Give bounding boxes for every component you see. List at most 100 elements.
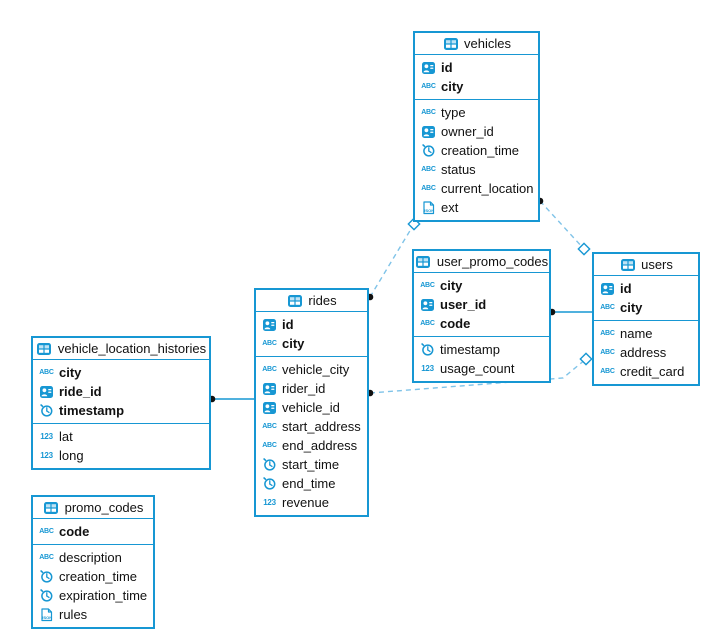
column-name: usage_count bbox=[440, 361, 515, 376]
column-name: start_time bbox=[282, 457, 340, 472]
table-header: user_promo_codes bbox=[414, 251, 549, 273]
column-name: city bbox=[59, 365, 82, 380]
column-name: timestamp bbox=[59, 403, 125, 418]
column-row: JSON rules bbox=[33, 605, 153, 624]
table-icon bbox=[415, 255, 432, 268]
text-column-icon: ABC bbox=[600, 304, 615, 311]
column-row: ABC address bbox=[594, 343, 698, 362]
text-column-icon: ABC bbox=[421, 109, 436, 116]
text-column-icon: ABC bbox=[39, 528, 54, 535]
number-column-icon: 123 bbox=[40, 450, 53, 460]
timestamp-column-icon bbox=[38, 589, 55, 602]
column-name: user_id bbox=[440, 297, 487, 312]
column-row: timestamp bbox=[33, 401, 209, 420]
text-column-icon: ABC bbox=[262, 340, 277, 347]
column-name: long bbox=[59, 448, 84, 463]
column-name: address bbox=[620, 345, 667, 360]
relationship-line bbox=[369, 223, 415, 298]
column-row: ABC code bbox=[33, 522, 153, 541]
table-header: rides bbox=[256, 290, 367, 312]
table-name: rides bbox=[308, 293, 337, 308]
column-name: city bbox=[441, 79, 464, 94]
column-name: vehicle_id bbox=[282, 400, 340, 415]
column-name: city bbox=[620, 300, 643, 315]
table-name: user_promo_codes bbox=[436, 254, 549, 269]
timestamp-column-icon bbox=[261, 458, 278, 471]
relationship-line bbox=[539, 200, 585, 250]
column-row: creation_time bbox=[33, 567, 153, 586]
text-column-icon: ABC bbox=[262, 366, 277, 373]
column-name: rider_id bbox=[282, 381, 326, 396]
text-column-icon: ABC bbox=[600, 368, 615, 375]
column-name: credit_card bbox=[620, 364, 685, 379]
table-header: users bbox=[594, 254, 698, 276]
table-icon bbox=[286, 294, 303, 307]
column-row: owner_id bbox=[415, 122, 538, 141]
text-column-icon: ABC bbox=[39, 369, 54, 376]
timestamp-column-icon bbox=[38, 404, 55, 417]
text-column-icon: ABC bbox=[262, 423, 277, 430]
uuid-column-icon bbox=[599, 282, 616, 295]
column-name: id bbox=[620, 281, 632, 296]
table-header: vehicles bbox=[415, 33, 538, 55]
column-row: ride_id bbox=[33, 382, 209, 401]
uuid-column-icon bbox=[261, 382, 278, 395]
column-name: code bbox=[59, 524, 90, 539]
column-name: city bbox=[440, 278, 463, 293]
text-column-icon: ABC bbox=[600, 349, 615, 356]
relationship-diamond-endpoint bbox=[579, 352, 593, 366]
column-row: ABC credit_card bbox=[594, 362, 698, 381]
column-name: id bbox=[441, 60, 453, 75]
uuid-column-icon bbox=[261, 401, 278, 414]
column-name: id bbox=[282, 317, 294, 332]
timestamp-column-icon bbox=[261, 477, 278, 490]
column-name: ride_id bbox=[59, 384, 102, 399]
column-name: rules bbox=[59, 607, 88, 622]
table-header: promo_codes bbox=[33, 497, 153, 519]
column-name: end_time bbox=[282, 476, 336, 491]
svg-text:JSON: JSON bbox=[423, 208, 434, 213]
text-column-icon: ABC bbox=[421, 166, 436, 173]
json-column-icon: JSON bbox=[420, 200, 437, 215]
json-column-icon: JSON bbox=[38, 607, 55, 622]
column-name: revenue bbox=[282, 495, 329, 510]
column-row: id bbox=[256, 315, 367, 334]
relationship-diamond-endpoint bbox=[577, 242, 591, 256]
timestamp-column-icon bbox=[420, 144, 437, 157]
column-row: vehicle_id bbox=[256, 398, 367, 417]
table-icon bbox=[36, 342, 53, 355]
column-name: current_location bbox=[441, 181, 534, 196]
text-column-icon: ABC bbox=[420, 320, 435, 327]
column-name: timestamp bbox=[440, 342, 500, 357]
column-name: vehicle_city bbox=[282, 362, 350, 377]
table-name: promo_codes bbox=[64, 500, 144, 515]
table-icon bbox=[442, 37, 459, 50]
uuid-column-icon bbox=[261, 318, 278, 331]
column-name: lat bbox=[59, 429, 73, 444]
column-name: status bbox=[441, 162, 476, 177]
column-row: expiration_time bbox=[33, 586, 153, 605]
